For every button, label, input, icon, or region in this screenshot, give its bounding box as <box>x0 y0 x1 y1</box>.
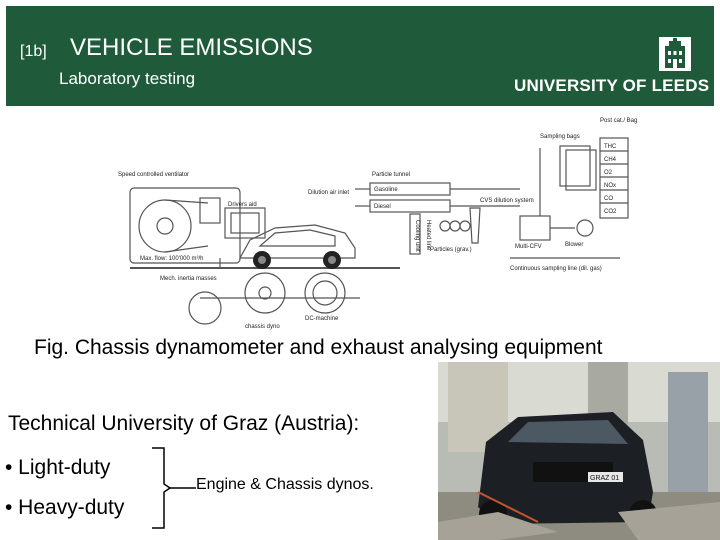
label-particle-tunnel: Particle tunnel <box>372 172 410 178</box>
university-crest-icon <box>658 36 692 72</box>
label-blower: Blower <box>565 242 583 248</box>
label-particles: Particles (grav.) <box>430 247 472 253</box>
label-max-flow: Max. flow: 100'000 m³/h <box>140 256 204 262</box>
sampling-bag <box>560 146 590 186</box>
slide-title: VEHICLE EMISSIONS <box>70 34 313 62</box>
bullet-heavy-duty: • Heavy-duty <box>5 496 124 520</box>
dyno-roller <box>245 273 285 313</box>
label-dc-machine: DC-machine <box>305 316 339 322</box>
label-drivers-aid: Drivers aid <box>228 202 257 208</box>
header-banner: [1b] VEHICLE EMISSIONS Laboratory testin… <box>6 6 714 106</box>
bracket-connector <box>150 446 200 530</box>
label-chassis-dyno: chassis dyno <box>245 324 280 330</box>
gas-o2: O2 <box>604 170 613 176</box>
chassis-dyno-diagram: Speed controlled ventilator Max. flow: 1… <box>100 108 660 334</box>
inertia-mass <box>189 292 221 324</box>
gas-ch4: CH4 <box>604 157 617 163</box>
label-continuous-line: Continuous sampling line (dil. gas) <box>510 266 602 272</box>
gas-nox: NOx <box>604 183 616 189</box>
ventilator-wheel <box>139 200 191 252</box>
car-on-dyno-photo: GRAZ 01 <box>438 362 720 540</box>
label-mech-inertia: Mech. inertia masses <box>160 276 217 282</box>
dc-machine <box>305 273 345 313</box>
university-name: UNIVERSITY OF LEEDS <box>514 76 709 96</box>
label-cooling-unit: Cooling unit <box>414 220 420 252</box>
multi-cfv-box <box>520 216 550 240</box>
label-dilution-air: Dilution air inlet <box>308 190 349 196</box>
label-sampling-bags: Sampling bags <box>540 134 580 140</box>
analyser-rack <box>600 138 628 218</box>
gas-thc: THC <box>604 144 617 150</box>
bullet-light-duty: • Light-duty <box>5 456 110 480</box>
gas-co: CO <box>604 196 613 202</box>
label-speed-ventilator: Speed controlled ventilator <box>118 172 189 178</box>
label-cvs: CVS dilution system <box>480 198 534 204</box>
dynos-note: Engine & Chassis dynos. <box>196 476 374 494</box>
label-heated-line: Heated line <box>425 220 431 251</box>
photo-plate-text: GRAZ 01 <box>590 475 619 482</box>
slide-subtitle: Laboratory testing <box>59 69 195 89</box>
slide-tag: [1b] <box>20 43 47 61</box>
label-multi-cfv: Multi-CFV <box>515 244 542 250</box>
label-post-cat: Post cat./ Bag <box>600 118 637 124</box>
institution-heading: Technical University of Graz (Austria): <box>8 412 359 436</box>
figure-caption: Fig. Chassis dynamometer and exhaust ana… <box>34 336 602 360</box>
label-diesel: Diesel <box>374 204 391 210</box>
label-gasoline: Gasoline <box>374 187 398 193</box>
ventilator-housing <box>130 188 240 263</box>
gas-co2: CO2 <box>604 209 617 215</box>
